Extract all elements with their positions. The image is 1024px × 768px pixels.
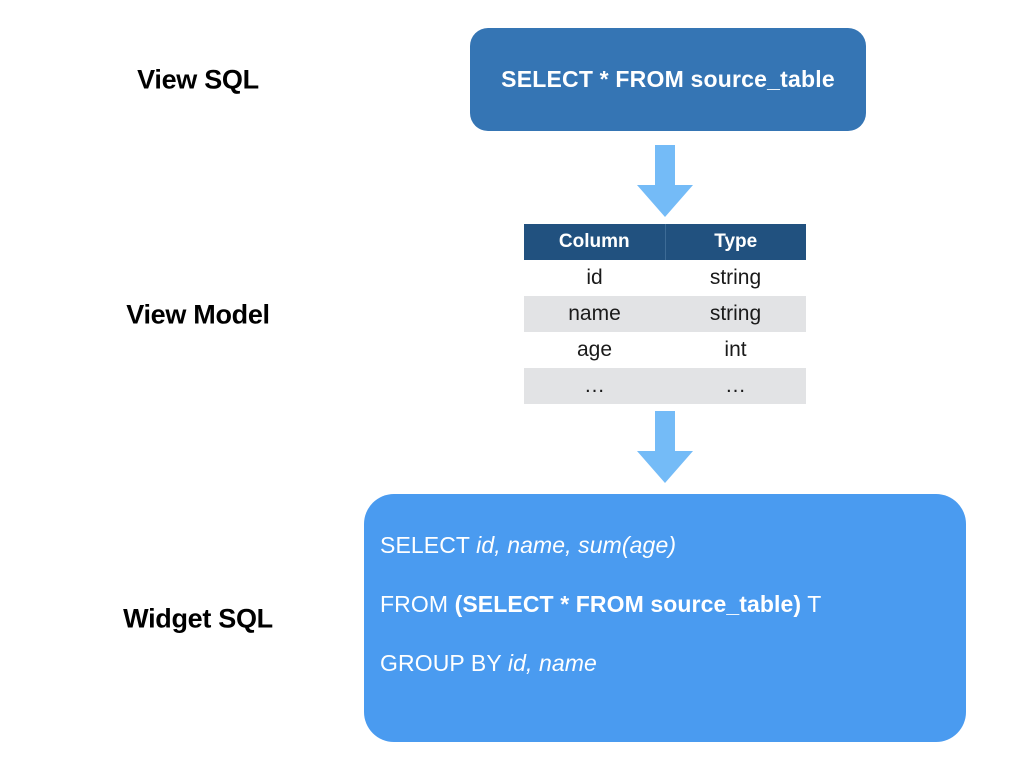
table-cell-type: string — [665, 296, 806, 332]
table-cell-column: id — [524, 260, 665, 296]
row-label-view-model: View Model — [126, 299, 270, 330]
view-model-table: Column Type id string name string age in… — [524, 224, 806, 404]
down-arrow-icon — [637, 411, 693, 483]
table-header-type: Type — [665, 224, 806, 260]
table-row: id string — [524, 260, 806, 296]
row-label-view-sql: View SQL — [137, 64, 259, 95]
table-cell-column: … — [524, 368, 665, 404]
table-row: age int — [524, 332, 806, 368]
table-header-row: Column Type — [524, 224, 806, 260]
table-cell-type: int — [665, 332, 806, 368]
sql-keyword-from: FROM — [380, 591, 455, 617]
table-row: … … — [524, 368, 806, 404]
table-header-column: Column — [524, 224, 666, 260]
sql-subquery: (SELECT * FROM source_table) — [454, 591, 802, 617]
sql-keyword-select: SELECT — [380, 532, 477, 558]
view-sql-query-text: SELECT * FROM source_table — [501, 66, 835, 92]
sql-alias: T — [801, 591, 822, 617]
widget-sql-box: SELECT id, name, sum(age) FROM (SELECT *… — [364, 494, 966, 742]
table-cell-column: name — [524, 296, 665, 332]
widget-sql-line-groupby: GROUP BY id, name — [380, 652, 966, 675]
view-sql-box: SELECT * FROM source_table — [470, 28, 866, 131]
row-label-widget-sql: Widget SQL — [123, 603, 273, 634]
table-cell-type: … — [665, 368, 806, 404]
table-cell-type: string — [665, 260, 806, 296]
widget-sql-line-from: FROM (SELECT * FROM source_table) T — [380, 593, 966, 616]
down-arrow-icon — [637, 145, 693, 217]
table-cell-column: age — [524, 332, 665, 368]
sql-columns-groupby: id, name — [507, 650, 597, 676]
table-row: name string — [524, 296, 806, 332]
sql-columns-select: id, name, sum(age) — [476, 532, 677, 558]
widget-sql-line-select: SELECT id, name, sum(age) — [380, 534, 966, 557]
sql-keyword-groupby: GROUP BY — [380, 650, 508, 676]
